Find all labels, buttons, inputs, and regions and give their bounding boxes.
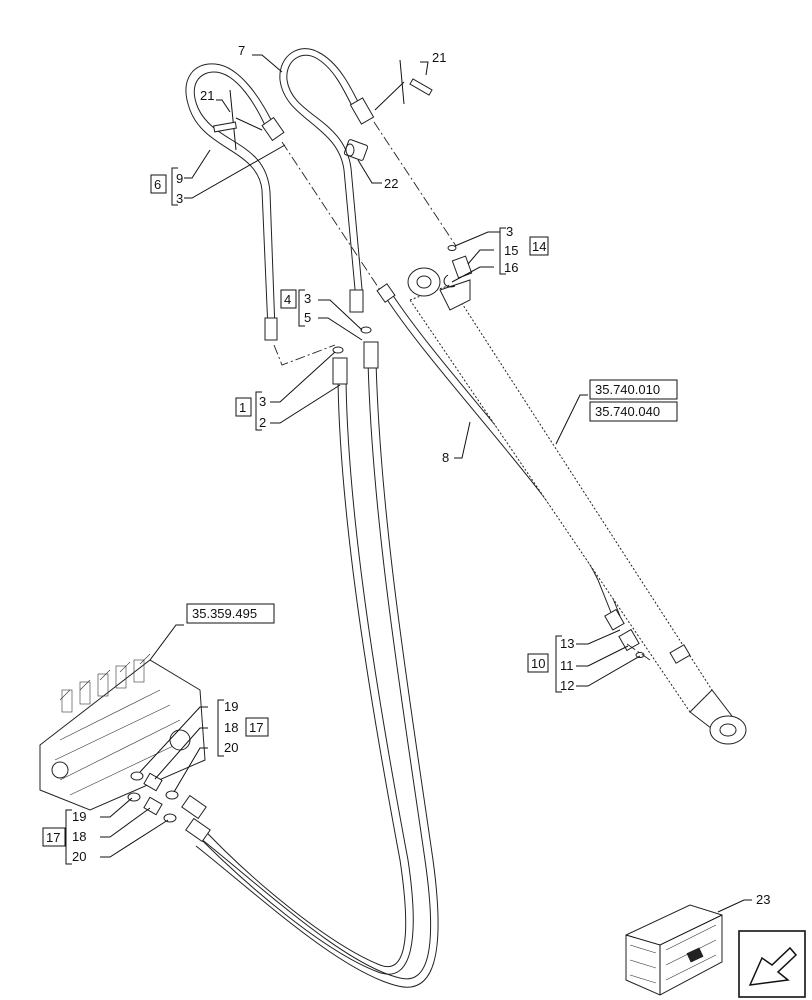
callout-3: 3: [176, 191, 183, 206]
callout-12: 12: [560, 678, 574, 693]
callout-21: 21: [200, 88, 214, 103]
callout-3: 3: [259, 394, 266, 409]
center-line: [626, 643, 651, 661]
brackets: [65, 167, 562, 865]
callout-4: 4: [284, 292, 291, 307]
callout-10: 10: [531, 656, 545, 671]
callout-6: 6: [154, 177, 161, 192]
callout-7: 7: [238, 43, 245, 58]
clamp-21-left: [213, 89, 263, 151]
valve-fittings: [127, 771, 179, 823]
callout-3: 3: [304, 291, 311, 306]
pipe-8: [376, 283, 625, 631]
center-line: [273, 344, 336, 366]
callout-2: 2: [259, 415, 266, 430]
callout-20: 20: [224, 740, 238, 755]
fitting-22: [343, 139, 369, 161]
center-line: [281, 141, 381, 291]
fitting-11: [618, 628, 645, 658]
callout-13: 13: [560, 636, 574, 651]
o-ring-5: [360, 326, 372, 334]
callout-14: 14: [532, 239, 546, 254]
callout-19: 19: [72, 809, 86, 824]
leader-lines: [100, 54, 752, 913]
callout-18: 18: [224, 720, 238, 735]
next-page-arrow-icon[interactable]: [738, 930, 806, 998]
hose-9: [185, 63, 285, 341]
callout-8: 8: [442, 450, 449, 465]
callout-21: 21: [432, 50, 446, 65]
callout-1: 1: [239, 400, 246, 415]
reference-35-359-495[interactable]: 35.359.495: [192, 606, 257, 621]
callout-9: 9: [176, 171, 183, 186]
reference-35-740-010[interactable]: 35.740.010: [595, 382, 660, 397]
callout-18: 18: [72, 829, 86, 844]
hydraulic-cylinder: [407, 267, 747, 745]
callout-22: 22: [384, 176, 398, 191]
o-ring-3: [332, 346, 344, 354]
clamp-21-right: [374, 59, 433, 111]
callout-5: 5: [304, 310, 311, 325]
control-valve: [39, 653, 206, 811]
callout-23: 23: [756, 892, 770, 907]
boxed-callouts: [42, 174, 678, 847]
center-line: [373, 121, 457, 247]
hose-2: [181, 341, 439, 988]
callout-20: 20: [72, 849, 86, 864]
crate-icon: [625, 904, 723, 996]
callout-17: 17: [46, 830, 60, 845]
callout-15: 15: [504, 243, 518, 258]
hose-7: [279, 48, 375, 313]
reference-35-740-040[interactable]: 35.740.040: [595, 404, 660, 419]
callout-3: 3: [506, 224, 513, 239]
callout-19: 19: [224, 699, 238, 714]
callout-17: 17: [249, 720, 263, 735]
callout-16: 16: [504, 260, 518, 275]
callout-11: 11: [560, 658, 574, 673]
